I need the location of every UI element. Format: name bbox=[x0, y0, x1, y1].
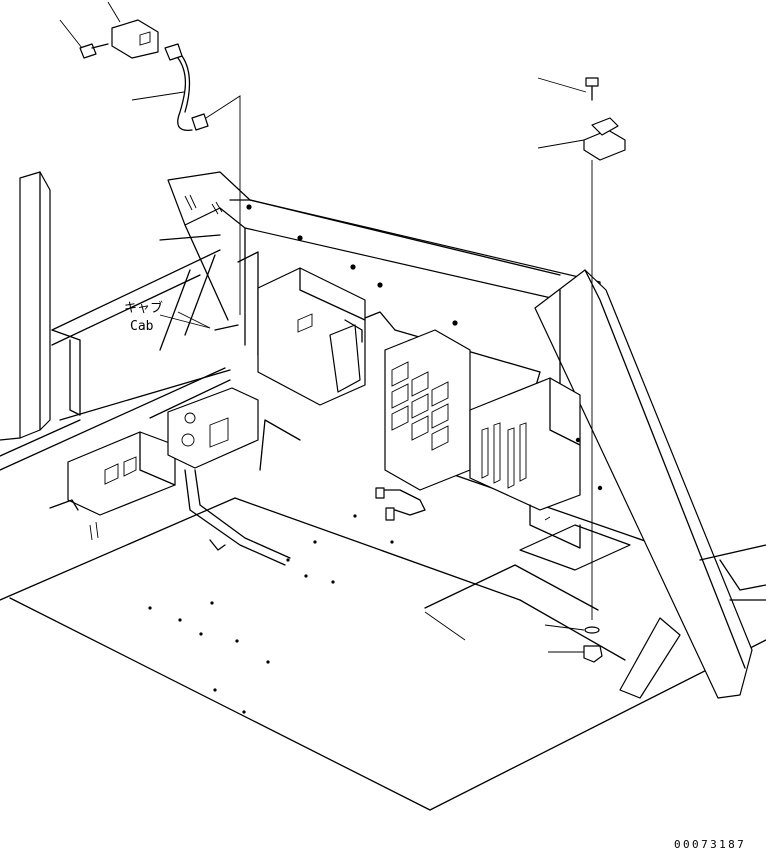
floor-holes bbox=[148, 514, 394, 714]
bolt-icon bbox=[79, 43, 97, 59]
cab-label-leader bbox=[159, 311, 211, 329]
cab-label-jp: キャブ bbox=[124, 300, 163, 316]
main-controller bbox=[257, 267, 366, 406]
drawing-number: 00073187 bbox=[674, 838, 746, 851]
mount-bracket bbox=[519, 504, 631, 571]
left-side-frame bbox=[51, 234, 239, 421]
fuse-box bbox=[469, 377, 603, 511]
left-cab-post bbox=[0, 171, 81, 457]
bracket-icon bbox=[111, 19, 159, 59]
floor-recess bbox=[424, 564, 599, 641]
floor-plate bbox=[0, 367, 766, 811]
nut-icon bbox=[583, 645, 603, 663]
left-relay-block bbox=[167, 387, 259, 469]
right-diagonal-member bbox=[534, 269, 766, 699]
harness-assembly bbox=[59, 1, 241, 315]
relay-board bbox=[384, 329, 471, 491]
washer-icon bbox=[584, 626, 600, 634]
left-controller bbox=[49, 379, 231, 541]
cab-label-en: Cab bbox=[130, 319, 154, 334]
floor-harness bbox=[184, 469, 426, 566]
bolt-icon bbox=[585, 77, 599, 87]
right-part-stack bbox=[537, 77, 626, 663]
